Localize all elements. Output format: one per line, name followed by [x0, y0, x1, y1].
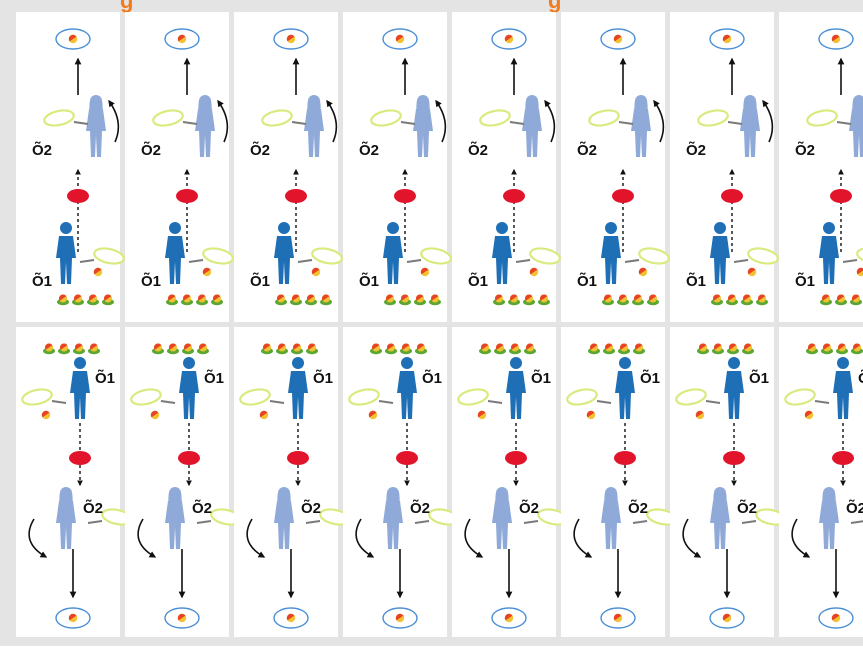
red-cone-icon [67, 189, 89, 203]
player-label: Õ2 [301, 499, 321, 517]
player-label: Õ1 [577, 272, 597, 290]
target-ring-icon [165, 29, 199, 49]
red-cone-icon [178, 451, 200, 465]
drill-panel: Õ1Õ2 [343, 327, 460, 637]
red-cone-icon [832, 451, 854, 465]
red-cone-icon [505, 451, 527, 465]
player-label: Õ2 [519, 499, 539, 517]
red-cone-icon [612, 189, 634, 203]
player-label: Õ2 [686, 141, 706, 159]
red-cone-icon [721, 189, 743, 203]
player-label: Õ2 [250, 141, 270, 159]
player-label: Õ2 [359, 141, 379, 159]
target-ring-icon [274, 608, 308, 628]
player-label: Õ1 [858, 369, 863, 387]
player-label: Õ2 [192, 499, 212, 517]
player-label: Õ1 [468, 272, 488, 290]
red-cone-icon [723, 451, 745, 465]
player-label: Õ1 [749, 369, 769, 387]
target-ring-icon [165, 608, 199, 628]
target-ring-icon [56, 29, 90, 49]
player-label: Õ1 [32, 272, 52, 290]
red-cone-icon [285, 189, 307, 203]
header-title-fragment: g [120, 0, 133, 13]
player-label: Õ2 [83, 499, 103, 517]
drill-panel: Õ2Õ1 [779, 12, 863, 322]
target-ring-icon [710, 608, 744, 628]
red-cone-icon [394, 189, 416, 203]
player-label: Õ1 [250, 272, 270, 290]
player-label: Õ1 [204, 369, 224, 387]
target-ring-icon [492, 608, 526, 628]
player-label: Õ1 [531, 369, 551, 387]
player-label: Õ2 [468, 141, 488, 159]
player-label: Õ1 [686, 272, 706, 290]
player-label: Õ1 [359, 272, 379, 290]
player-label: Õ1 [95, 369, 115, 387]
red-cone-icon [176, 189, 198, 203]
player-label: Õ1 [141, 272, 161, 290]
player-label: Õ1 [640, 369, 660, 387]
red-cone-icon [396, 451, 418, 465]
player-label: Õ1 [795, 272, 815, 290]
player-label: Õ2 [628, 499, 648, 517]
target-ring-icon [492, 29, 526, 49]
red-cone-icon [503, 189, 525, 203]
target-ring-icon [601, 29, 635, 49]
drill-panel: Õ1Õ2 [16, 327, 133, 637]
player-label: Õ2 [32, 141, 52, 159]
red-cone-icon [287, 451, 309, 465]
drill-panel: Õ2Õ1 [125, 12, 234, 322]
drill-panel: Õ1Õ2 [561, 327, 678, 637]
red-cone-icon [614, 451, 636, 465]
target-ring-icon [274, 29, 308, 49]
drill-panel: Õ2Õ1 [234, 12, 343, 322]
player-label: Õ1 [313, 369, 333, 387]
target-ring-icon [710, 29, 744, 49]
bottom-row: Õ1Õ2Õ1Õ2Õ1Õ2Õ1Õ2Õ1Õ2Õ1Õ2Õ1Õ2Õ1Õ2 [16, 327, 863, 637]
player-label: Õ2 [737, 499, 757, 517]
player-label: Õ2 [795, 141, 815, 159]
header-title-fragment: g [548, 0, 561, 13]
target-ring-icon [819, 608, 853, 628]
red-cone-icon [830, 189, 852, 203]
player-label: Õ1 [422, 369, 442, 387]
player-label: Õ2 [410, 499, 430, 517]
target-ring-icon [601, 608, 635, 628]
target-ring-icon [819, 29, 853, 49]
drill-panel: Õ2Õ1 [452, 12, 561, 322]
top-row: Õ2Õ1Õ2Õ1Õ2Õ1Õ2Õ1Õ2Õ1Õ2Õ1Õ2Õ1Õ2Õ1 [16, 12, 863, 322]
player-label: Õ2 [141, 141, 161, 159]
red-cone-icon [69, 451, 91, 465]
player-label: Õ2 [846, 499, 863, 517]
player-label: Õ2 [577, 141, 597, 159]
target-ring-icon [383, 608, 417, 628]
panel-background [779, 327, 863, 637]
panel-background [779, 12, 863, 322]
target-ring-icon [56, 608, 90, 628]
target-ring-icon [383, 29, 417, 49]
